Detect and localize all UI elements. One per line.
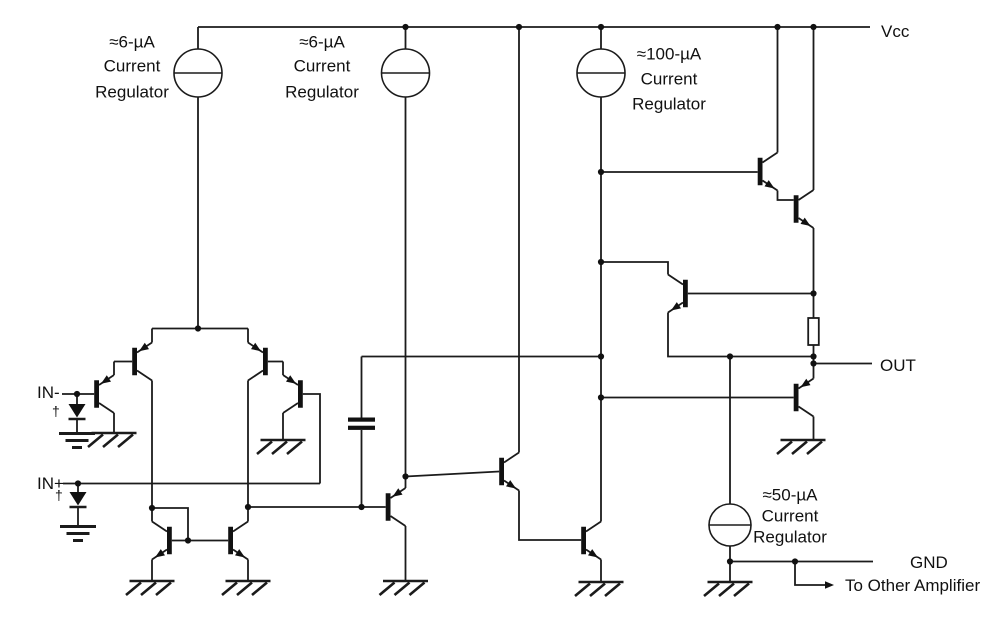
svg-text:Regulator: Regulator	[285, 83, 359, 102]
transistor-in-plus-outer-pnp	[247, 341, 268, 382]
in-plus-label: IN+	[37, 474, 64, 493]
earth-in-minus-diode	[59, 432, 95, 449]
gnd-label: GND	[910, 553, 948, 572]
vcc-label: Vcc	[881, 22, 910, 41]
regulator-label-second-stage-bias: ≈100-µA Current Regulator	[632, 45, 706, 114]
in-minus-dagger: †	[52, 403, 60, 419]
svg-text:Current: Current	[294, 57, 351, 76]
to-other-amplifier-arrow-icon	[825, 581, 834, 589]
transistor-gain-npn	[581, 520, 602, 561]
current-regulator-50ua	[708, 503, 752, 547]
current-regulator-6ua-right	[380, 48, 431, 98]
diode-in-minus-clamp	[68, 404, 86, 421]
svg-text:Regulator: Regulator	[95, 83, 169, 102]
in-minus-label: IN-	[37, 383, 60, 402]
transistor-darlington-bottom-npn	[793, 189, 814, 229]
ground-in-minus-input	[87, 431, 137, 448]
resistor-output	[807, 317, 820, 346]
svg-text:≈50-µA: ≈50-µA	[762, 486, 818, 505]
wires	[62, 26, 873, 586]
transistor-load-npn	[667, 273, 688, 314]
transistor-mirror-left-npn	[151, 520, 172, 561]
svg-text:≈6-µA: ≈6-µA	[109, 33, 155, 52]
transistor-second-stage-pnp	[385, 487, 406, 527]
in-plus-dagger: †	[55, 487, 63, 503]
svg-text:≈6-µA: ≈6-µA	[299, 33, 345, 52]
to-other-amplifier-label: To Other Amplifier	[845, 576, 980, 595]
transistor-mirror-right-npn	[228, 520, 249, 561]
ground-second-stage	[378, 579, 428, 596]
svg-text:Current: Current	[104, 57, 161, 76]
svg-text:Current: Current	[641, 70, 698, 89]
current-regulator-100ua	[576, 48, 626, 98]
transistor-output-pulldown	[793, 377, 814, 418]
ground-mirror-left	[125, 579, 175, 596]
ground-50ua-regulator	[703, 580, 753, 597]
ground-mirror-right	[221, 579, 271, 596]
ground-output-stage	[776, 438, 826, 455]
transistor-in-minus-input-pnp	[94, 374, 115, 414]
regulator-label-input-bias-right: ≈6-µA Current Regulator	[285, 33, 359, 102]
transistor-darlington-top-npn	[757, 151, 778, 192]
transistor-in-minus-outer-pnp	[132, 341, 153, 382]
svg-text:≈100-µA: ≈100-µA	[637, 45, 702, 64]
svg-text:Regulator: Regulator	[753, 528, 827, 547]
out-label: OUT	[880, 356, 916, 375]
transistor-driver-npn	[499, 451, 520, 492]
transistor-in-plus-input-pnp	[282, 374, 303, 414]
svg-text:Current: Current	[762, 507, 819, 526]
ground-gain-stage	[574, 580, 624, 597]
regulator-label-output-sink-bias: ≈50-µA Current Regulator	[753, 486, 827, 547]
regulator-label-input-bias-left: ≈6-µA Current Regulator	[95, 33, 169, 102]
current-regulator-6ua-left	[173, 48, 223, 98]
svg-text:Regulator: Regulator	[632, 95, 706, 114]
components	[59, 23, 826, 597]
capacitor-compensation	[348, 417, 375, 430]
ground-in-plus-input	[256, 438, 306, 455]
diode-in-plus-clamp	[69, 492, 87, 509]
earth-in-plus-diode	[60, 525, 96, 542]
